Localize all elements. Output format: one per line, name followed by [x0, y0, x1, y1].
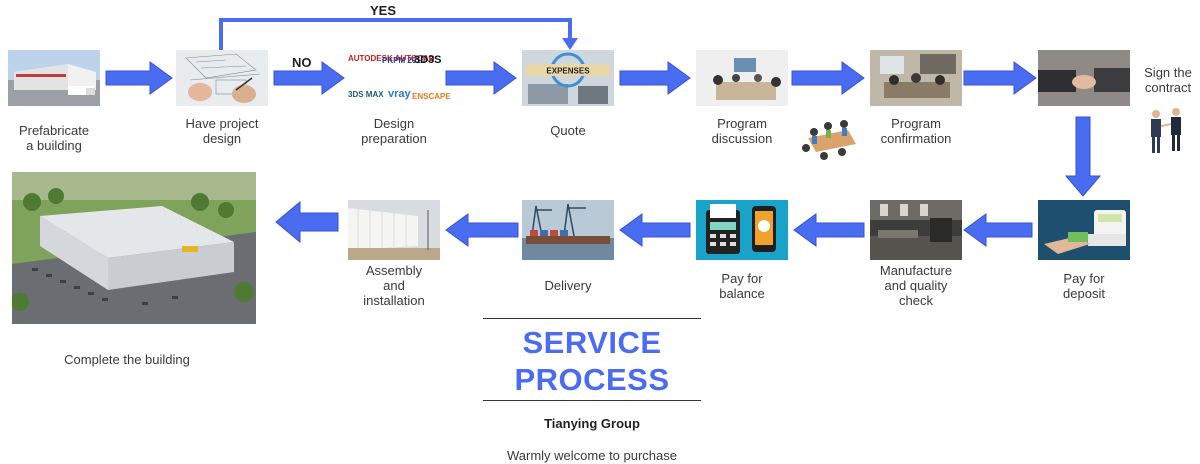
- step-label-quote: Quote: [550, 123, 586, 138]
- yes-label: YES: [370, 3, 397, 18]
- handshake-image: [1038, 50, 1130, 106]
- step-label-pay-deposit: Pay for deposit: [1063, 271, 1105, 301]
- step-label-delivery: Delivery: [544, 278, 592, 293]
- step-label-design-preparation: Design preparation: [361, 116, 427, 146]
- arrow-balance-to-delivery: [619, 213, 691, 247]
- step-label-program-discussion: Program discussion: [711, 116, 773, 146]
- arrow-delivery-to-assembly: [445, 213, 519, 247]
- program-discussion-image: [696, 50, 788, 106]
- yes-branch-arrowhead: [562, 38, 578, 50]
- enscape-logo: ENSCAPE: [412, 92, 451, 101]
- yes-branch-arrow: [219, 18, 572, 50]
- arrow-deposit-to-manufacture: [963, 213, 1033, 247]
- arrow-discussion-to-confirmation: [791, 61, 865, 95]
- arrow-manufacture-to-balance: [793, 213, 865, 247]
- meeting-illustration: [798, 118, 860, 164]
- arrow-contract-to-deposit: [1064, 116, 1102, 197]
- arrow-quote-to-discussion: [619, 61, 691, 95]
- pkpm-logo: PKPM 2010: [382, 56, 426, 65]
- title-line-2: PROCESS: [514, 362, 670, 397]
- step-label-pay-balance: Pay for balance: [719, 271, 765, 301]
- title-top-rule: [483, 318, 701, 319]
- delivery-image: [522, 200, 614, 260]
- step-label-complete: Complete the building: [64, 352, 190, 367]
- welcome-text: Warmly welcome to purchase: [506, 448, 677, 463]
- pay-balance-image: [696, 200, 788, 260]
- step-label-assembly: Assembly and installation: [363, 263, 425, 308]
- complete-building-image: [12, 172, 256, 324]
- vray-logo: vray: [388, 88, 411, 100]
- quote-image: EXPENSES: [522, 50, 614, 106]
- arrow-confirmation-to-contract: [963, 61, 1037, 95]
- title-line-1: SERVICE: [522, 325, 662, 360]
- title-bottom-rule: [483, 400, 701, 401]
- program-confirmation-image: [870, 50, 962, 106]
- arrow-design-to-preparation: [273, 61, 345, 95]
- arrow-preparation-to-quote: [445, 61, 517, 95]
- 3dsmax-logo: 3DS MAX: [348, 90, 384, 99]
- prefabricate-image: [8, 50, 100, 106]
- businessmen-illustration: [1140, 106, 1192, 158]
- manufacture-image: [870, 200, 962, 260]
- software-logos: AUTODESK AUTOCAD PKPM 2010 3D3S 3DS MAX …: [346, 50, 451, 106]
- step-label-project-design: Have project design: [185, 116, 259, 146]
- project-design-image: [176, 50, 268, 106]
- assembly-image: [348, 200, 440, 260]
- arrow-prefab-to-design: [105, 61, 173, 95]
- step-label-prefabricate: Prefabricate a building: [18, 123, 90, 153]
- step-label-program-confirmation: Program confirmation: [880, 116, 952, 146]
- company-name: Tianying Group: [544, 416, 640, 431]
- 3d3s-logo: 3D3S: [414, 54, 442, 66]
- no-label: NO: [292, 55, 312, 70]
- step-label-sign-contract: Sign the contract: [1144, 65, 1192, 95]
- autocad-logo: AUTODESK AUTOCAD: [348, 54, 435, 63]
- arrow-assembly-to-complete: [275, 200, 339, 244]
- step-label-manufacture: Manufacture and quality check: [879, 263, 953, 308]
- pay-deposit-image: [1038, 200, 1130, 260]
- expenses-sign: EXPENSES: [546, 67, 590, 76]
